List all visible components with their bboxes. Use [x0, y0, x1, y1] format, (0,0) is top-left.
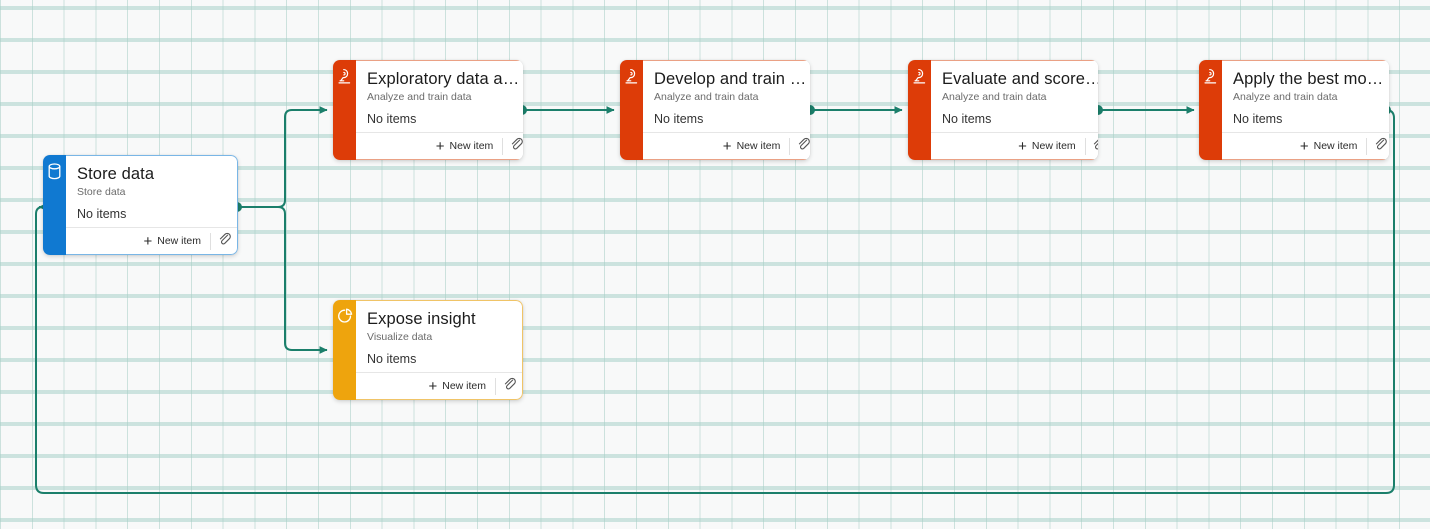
edge-evaluate-to-apply: [1093, 105, 1195, 115]
node-status: No items: [942, 112, 992, 126]
node-footer: + New item: [66, 227, 237, 254]
node-body: Expose insight Visualize data No items +…: [356, 300, 523, 400]
new-item-button[interactable]: + New item: [723, 139, 790, 154]
attachment-button[interactable]: [1367, 137, 1389, 156]
new-item-button[interactable]: + New item: [428, 379, 495, 394]
edge-exploratory-to-develop: [517, 105, 615, 115]
node-accent-band: [620, 60, 643, 160]
node-accent-band: [1199, 60, 1222, 160]
attachment-button[interactable]: [211, 232, 237, 251]
pie-chart-icon: [337, 308, 353, 400]
microscope-icon: [337, 68, 352, 160]
footer-divider: [495, 377, 496, 395]
node-store-data[interactable]: Store data Store data No items + New ite…: [43, 155, 238, 255]
footer-divider: [210, 232, 211, 250]
paperclip-icon: [1092, 137, 1098, 156]
node-subtitle: Analyze and train data: [942, 91, 1047, 103]
node-title: Store data: [77, 165, 155, 183]
attachment-button[interactable]: [496, 377, 522, 396]
edge-apply-to-store-loopback: [35, 105, 1395, 494]
new-item-label: New item: [442, 380, 486, 392]
node-title: Apply the best mo…: [1233, 70, 1384, 88]
node-body: Evaluate and score… Analyze and train da…: [931, 60, 1098, 160]
node-accent-band: [908, 60, 931, 160]
edge-develop-to-evaluate: [805, 105, 903, 115]
footer-divider: [1366, 137, 1368, 155]
new-item-label: New item: [1313, 140, 1358, 152]
node-subtitle: Visualize data: [367, 331, 433, 343]
node-subtitle: Analyze and train data: [367, 91, 472, 103]
plus-icon: +: [428, 377, 438, 395]
microscope-icon: [624, 68, 639, 160]
node-exploratory-data-analysis[interactable]: Exploratory data a… Analyze and train da…: [333, 60, 523, 160]
node-body: Develop and train … Analyze and train da…: [643, 60, 810, 160]
node-footer: + New item: [356, 132, 523, 159]
footer-divider: [789, 137, 791, 155]
node-status: No items: [77, 207, 127, 221]
new-item-label: New item: [449, 140, 494, 152]
node-evaluate-and-score[interactable]: Evaluate and score… Analyze and train da…: [908, 60, 1098, 160]
new-item-label: New item: [1031, 140, 1076, 152]
node-accent-band: [333, 300, 356, 400]
node-body: Exploratory data a… Analyze and train da…: [356, 60, 523, 160]
plus-icon: +: [1018, 137, 1027, 155]
microscope-icon: [1203, 68, 1218, 160]
new-item-button[interactable]: + New item: [1300, 139, 1367, 154]
node-footer: + New item: [1222, 132, 1389, 159]
node-develop-and-train[interactable]: Develop and train … Analyze and train da…: [620, 60, 810, 160]
attachment-button[interactable]: [503, 137, 523, 156]
node-status: No items: [654, 112, 704, 126]
new-item-button[interactable]: + New item: [436, 139, 503, 154]
microscope-icon: [912, 68, 927, 160]
node-status: No items: [367, 352, 417, 366]
edge-store-to-expose: [277, 206, 328, 354]
paperclip-icon: [797, 137, 810, 156]
footer-divider: [502, 137, 504, 155]
new-item-button[interactable]: + New item: [143, 234, 210, 249]
plus-icon: +: [722, 137, 732, 155]
node-accent-band: [43, 155, 66, 255]
node-body: Store data Store data No items + New ite…: [66, 155, 238, 255]
node-status: No items: [1233, 112, 1283, 126]
paperclip-icon: [503, 377, 516, 396]
paperclip-icon: [1374, 137, 1387, 156]
node-footer: + New item: [356, 372, 522, 399]
node-footer: + New item: [643, 132, 810, 159]
footer-divider: [1084, 137, 1086, 155]
node-body: Apply the best mo… Analyze and train dat…: [1222, 60, 1389, 160]
node-footer: + New item: [931, 132, 1098, 159]
node-subtitle: Store data: [77, 186, 126, 198]
node-subtitle: Analyze and train data: [654, 91, 759, 103]
attachment-button[interactable]: [1086, 137, 1098, 156]
node-expose-insight[interactable]: Expose insight Visualize data No items +…: [333, 300, 523, 400]
plus-icon: +: [143, 232, 153, 250]
node-status: No items: [367, 112, 417, 126]
paperclip-icon: [510, 137, 523, 156]
paperclip-icon: [218, 232, 231, 251]
node-title: Evaluate and score…: [942, 70, 1098, 88]
plus-icon: +: [1299, 137, 1309, 155]
new-item-label: New item: [736, 140, 781, 152]
database-icon: [47, 163, 62, 255]
node-title: Develop and train …: [654, 70, 807, 88]
plus-icon: +: [435, 137, 445, 155]
node-title: Exploratory data a…: [367, 70, 520, 88]
node-accent-band: [333, 60, 356, 160]
edge-store-to-exploratory: [232, 106, 328, 212]
attachment-button[interactable]: [790, 137, 810, 156]
new-item-label: New item: [157, 235, 201, 247]
node-subtitle: Analyze and train data: [1233, 91, 1338, 103]
node-apply-the-best-model[interactable]: Apply the best mo… Analyze and train dat…: [1199, 60, 1389, 160]
new-item-button[interactable]: + New item: [1018, 139, 1085, 154]
node-title: Expose insight: [367, 310, 476, 328]
